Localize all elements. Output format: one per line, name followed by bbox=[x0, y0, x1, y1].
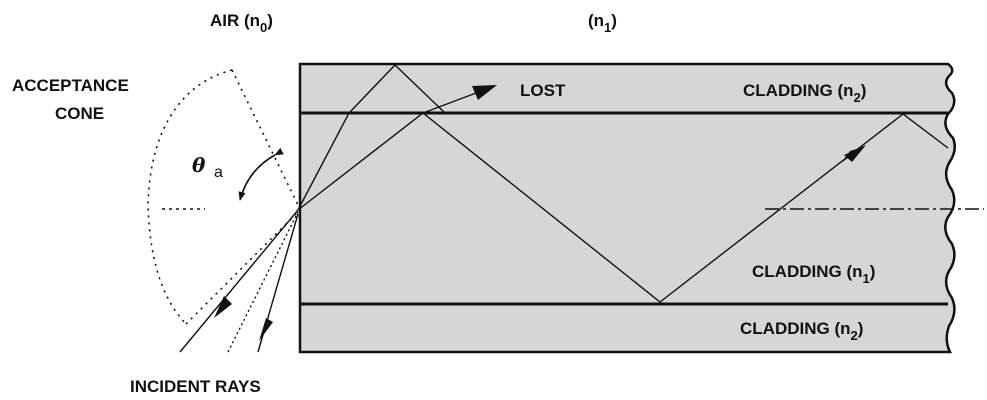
incident-ray-3-arrowhead bbox=[259, 318, 273, 341]
guided-ray bbox=[297, 112, 949, 303]
lost-ray-arrowhead bbox=[472, 85, 497, 100]
theta-subscript: a bbox=[214, 164, 223, 181]
lost-label: LOST bbox=[520, 81, 566, 100]
cladding-middle-label: CLADDING (n1) bbox=[752, 262, 875, 286]
cone-edge-top bbox=[231, 69, 299, 206]
acceptance-cone-arc bbox=[147, 69, 233, 325]
acceptance-cone-label-line1: ACCEPTANCE bbox=[12, 76, 129, 95]
acceptance-cone-label-line2: CONE bbox=[55, 104, 104, 123]
incident-ray-2 bbox=[227, 211, 299, 353]
lost-ray bbox=[297, 64, 446, 211]
theta-symbol: θ bbox=[192, 153, 206, 177]
theta-angle-arrow bbox=[238, 147, 284, 201]
cladding-bottom-label: CLADDING (n2) bbox=[740, 319, 863, 343]
fiber-body bbox=[298, 62, 957, 354]
lost-escape-ray bbox=[422, 89, 485, 114]
guided-ray-arrowhead-2 bbox=[844, 145, 866, 162]
incident-ray-1 bbox=[179, 209, 299, 353]
core-index-label: (n1) bbox=[588, 11, 617, 35]
incident-ray-1-arrowhead bbox=[214, 296, 232, 318]
cone-edge-bottom bbox=[185, 211, 299, 325]
air-label: AIR (n0) bbox=[210, 11, 273, 35]
cladding-top-label: CLADDING (n2) bbox=[743, 81, 866, 105]
incident-rays-label: INCIDENT RAYS bbox=[130, 377, 261, 396]
